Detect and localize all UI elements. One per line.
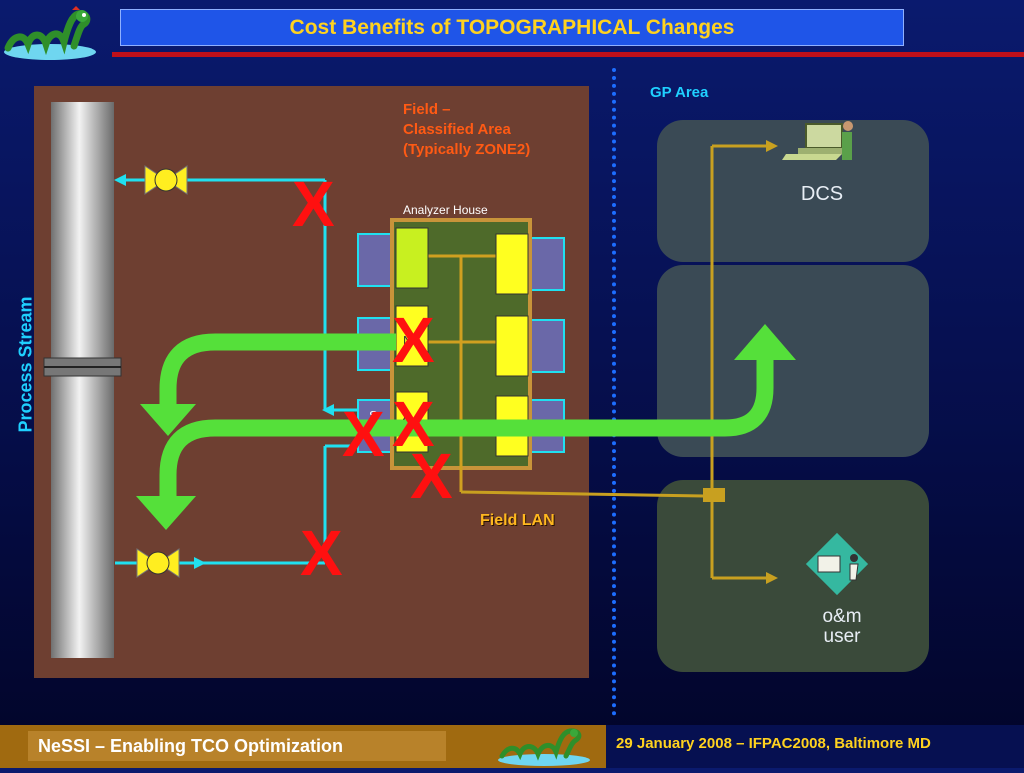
area-divider <box>612 68 616 716</box>
dcs-label: DCS <box>800 183 844 205</box>
field-area-label: Field – Classified Area (Typically ZONE2… <box>403 101 531 158</box>
partial-label-s: S <box>369 408 378 423</box>
flow-arrow-upper <box>159 333 396 408</box>
footer-right-text: 29 January 2008 – IFPAC2008, Baltimore M… <box>616 735 931 752</box>
x-mark: X <box>392 388 435 460</box>
valve-icon-top <box>144 165 188 195</box>
valve-icon-bottom <box>136 548 180 578</box>
title-underline <box>112 52 1024 57</box>
x-mark: X <box>342 398 385 470</box>
return-arrow-head <box>114 174 126 186</box>
footer-left-text: NeSSI – Enabling TCO Optimization <box>38 736 344 756</box>
partial-label-a: A <box>403 408 412 423</box>
dcs-zone <box>657 120 929 262</box>
field-lan-label: Field LAN <box>480 512 555 529</box>
dcs-workstation-icon <box>782 121 853 160</box>
x-mark: X <box>410 440 453 512</box>
x-mark: X <box>292 168 335 240</box>
sea-serpent-logo-icon <box>494 726 594 773</box>
om-user-icon <box>805 532 869 596</box>
flow-arrow-to-gp <box>410 356 774 437</box>
flow-arrow-lower <box>159 419 410 500</box>
sea-serpent-logo-icon <box>2 4 102 71</box>
om-user-label: o&m user <box>822 606 862 647</box>
analyzer-house-label: Analyzer House <box>403 203 488 217</box>
process-stream-pipe <box>51 102 114 658</box>
partial-label-n: N <box>403 333 412 348</box>
x-mark: X <box>392 304 435 376</box>
footer-right-box: 29 January 2008 – IFPAC2008, Baltimore M… <box>606 725 1024 768</box>
lan-junction <box>703 488 725 502</box>
om-user-zone <box>657 480 929 672</box>
field-lan-line <box>460 144 768 580</box>
gp-area-label: GP Area <box>650 84 709 101</box>
sample-arrow-head <box>194 557 206 569</box>
x-mark: X <box>300 517 343 589</box>
slide-title: Cost Benefits of TOPOGRAPHICAL Changes <box>120 9 904 46</box>
footer-left-box: NeSSI – Enabling TCO Optimization <box>28 731 446 761</box>
